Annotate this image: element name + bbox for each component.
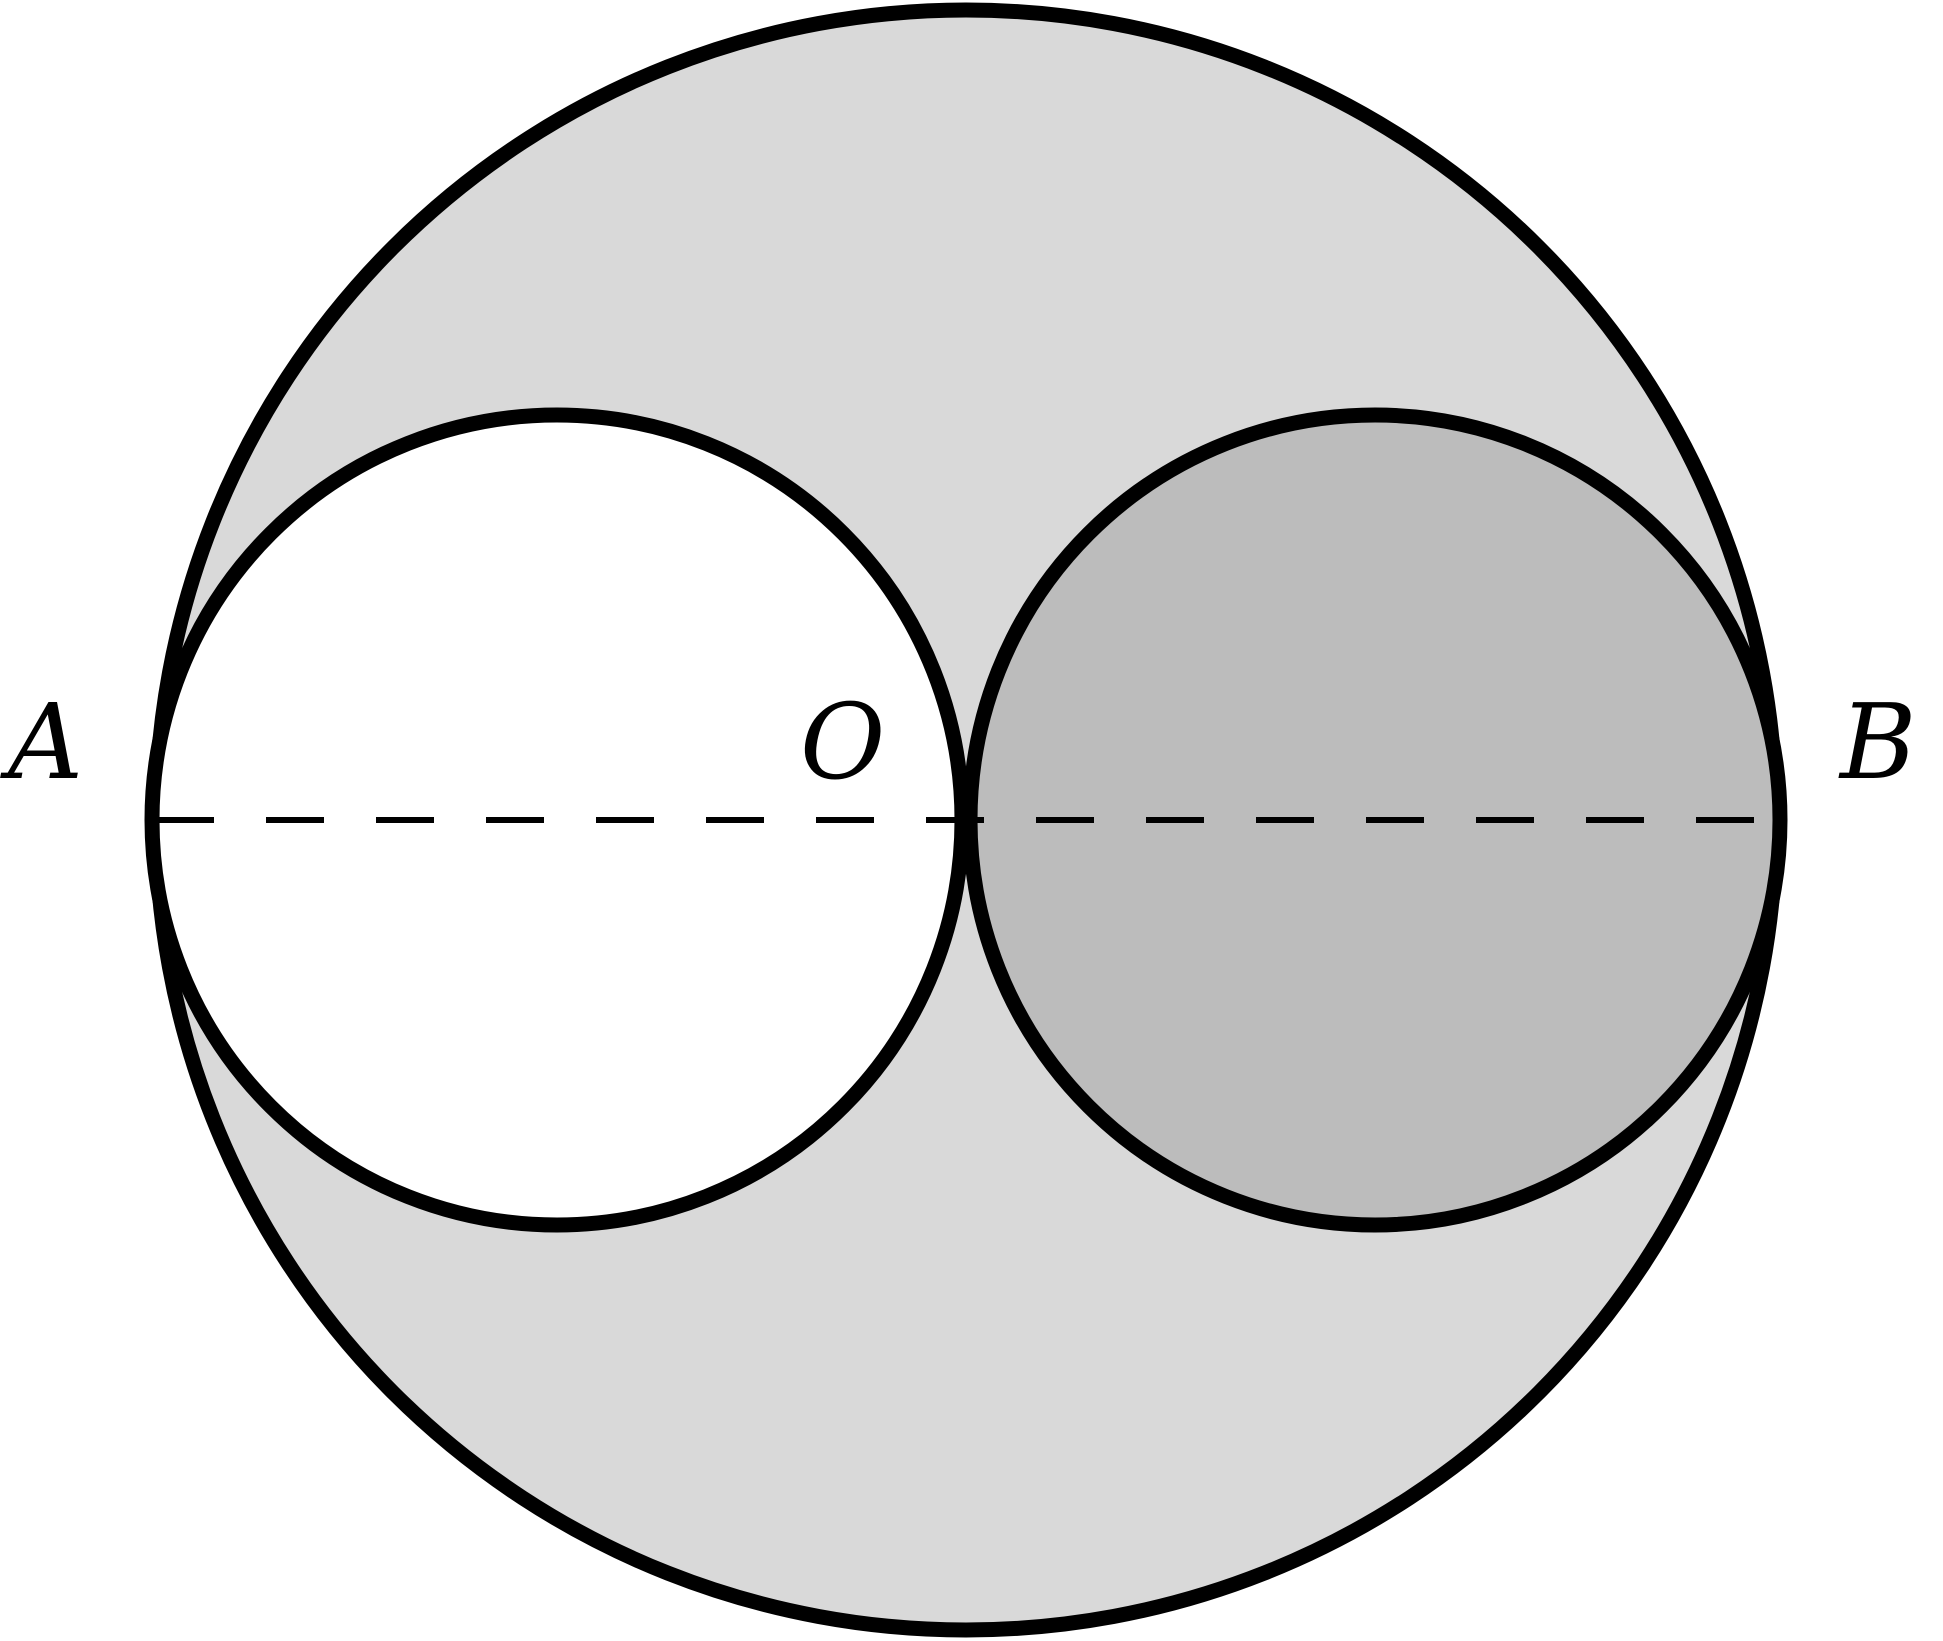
label-a: A xyxy=(0,681,83,803)
label-b: B xyxy=(1838,681,1916,803)
label-o: O xyxy=(800,681,885,803)
